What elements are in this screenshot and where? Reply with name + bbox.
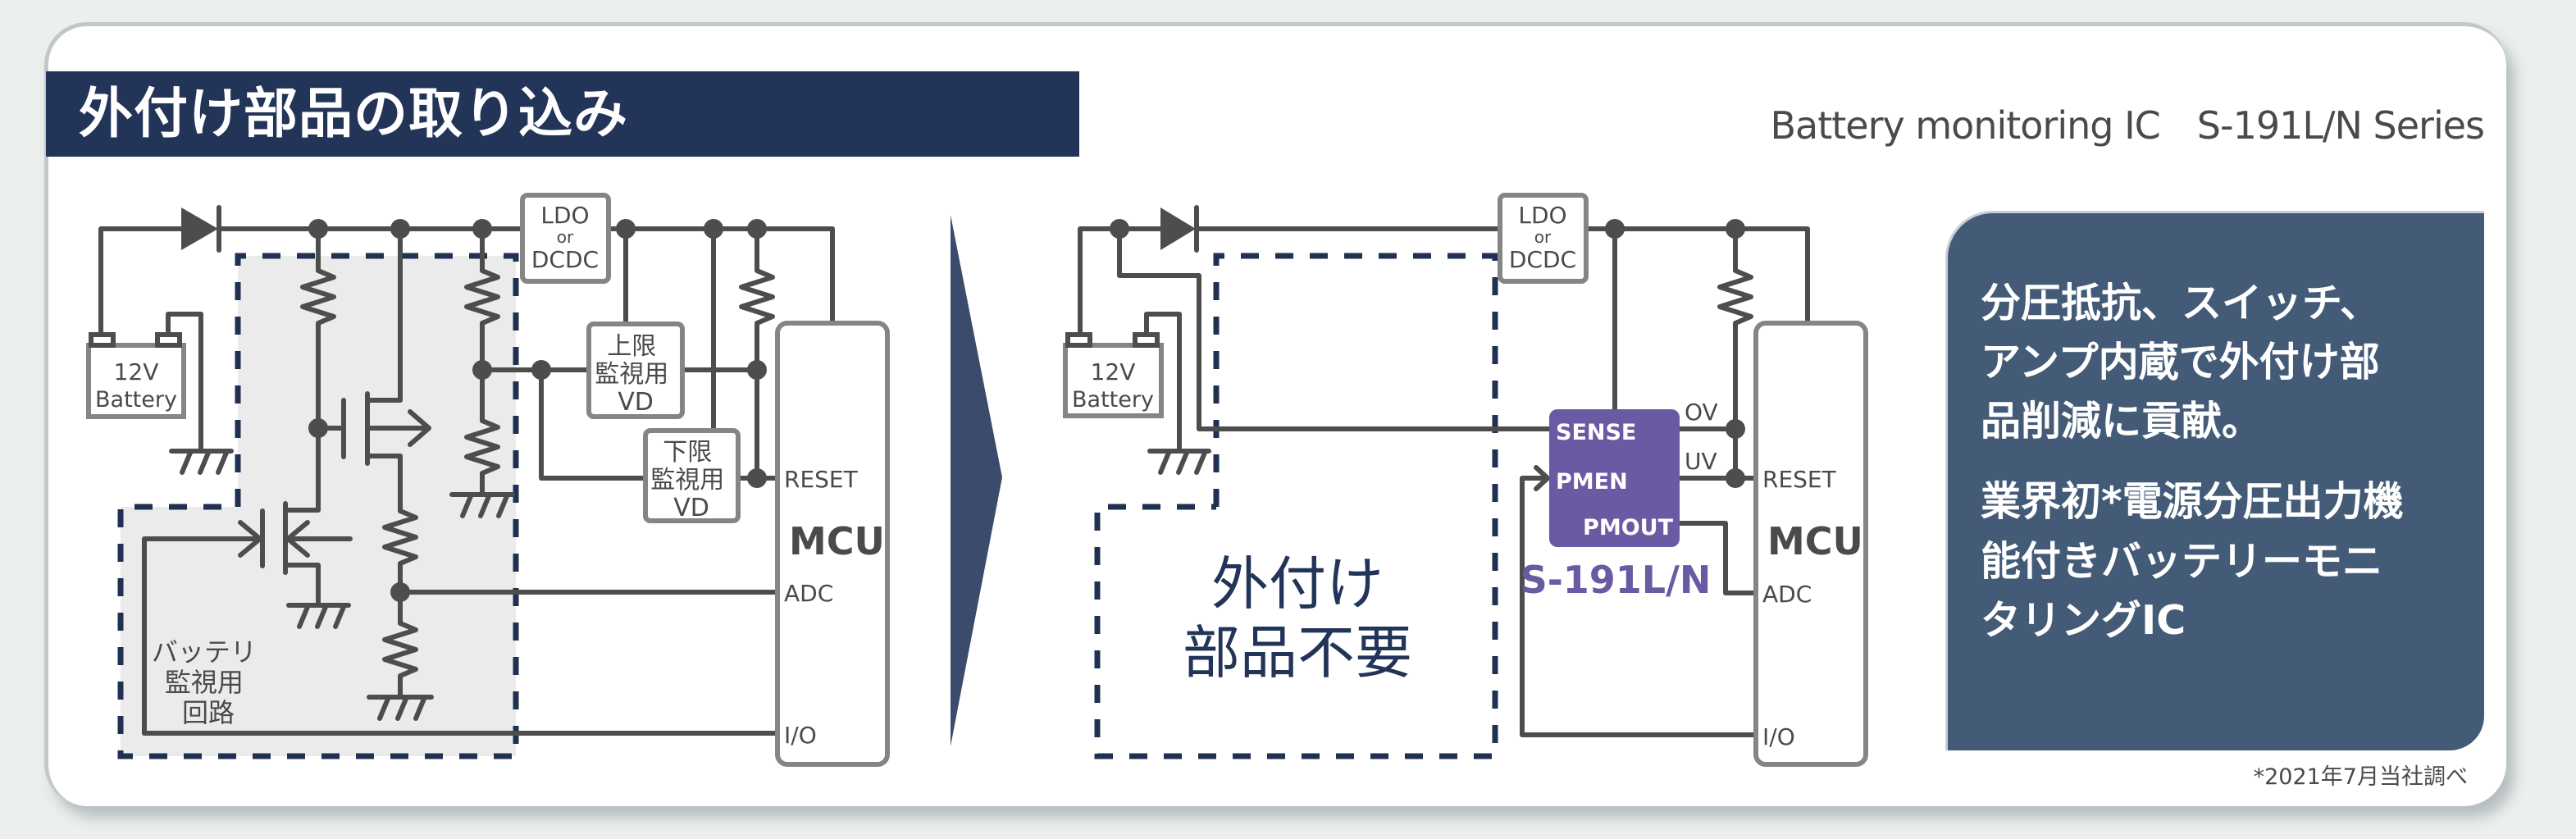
ground-icon — [169, 449, 234, 475]
ground-icon — [367, 695, 434, 721]
feature-text-line: タリングIC — [1981, 597, 2186, 644]
mcu-io-pin: I/O — [1762, 723, 1795, 750]
mcu-box — [1753, 321, 1868, 767]
battery-icon — [86, 332, 186, 419]
mcu-adc-pin: ADC — [784, 580, 833, 607]
ldo-box — [1498, 193, 1589, 284]
monitor-circuit-outline — [117, 253, 519, 759]
feature-panel: 分圧抵抗、スイッチ、 アンプ内蔵で外付け部 品削減に貢献。 業界初*電源分圧出力… — [1945, 211, 2484, 750]
upper-limit-vd-label: 上限 監視用 VD — [595, 332, 677, 417]
battery-ground-wire — [166, 312, 203, 454]
ground-icon — [1147, 449, 1211, 475]
resistor-icon — [1717, 226, 1753, 481]
battery-voltage-label: 12V — [1091, 358, 1136, 385]
removed-parts-outline — [1094, 253, 1498, 759]
resistor-icon — [382, 508, 418, 700]
vd-supply-wire — [623, 226, 716, 433]
transition-arrow-icon — [951, 215, 1002, 746]
diode-icon — [1160, 207, 1196, 250]
resistor-icon — [283, 226, 336, 513]
mosfet-icon — [142, 501, 353, 736]
ov-label: OV — [1685, 399, 1718, 426]
dcdc-label: DCDC — [531, 246, 599, 273]
battery-label: Battery — [1072, 387, 1154, 413]
monitor-circuit-label: バッテリ 監視用 回路 — [152, 636, 265, 728]
s191-ic-chip — [1549, 409, 1680, 547]
io-pmen-wire — [1520, 465, 1758, 737]
feature-text-line: アンプ内蔵で外付け部 — [1981, 339, 2380, 385]
ic-name-label: S-191L/N — [1521, 558, 1712, 602]
lower-limit-vd-label: 下限 監視用 VD — [650, 438, 732, 522]
ldo-label: LDO — [1518, 202, 1566, 229]
feature-text-line: 品削減に貢献。 — [1981, 398, 2263, 445]
ground-icon — [286, 603, 351, 629]
no-external-parts-line: 部品不要 — [1183, 619, 1412, 686]
battery-sense-wire — [1117, 226, 1552, 431]
junction-dot — [531, 360, 551, 380]
left-circuit: 12V Battery バッテリ 監視用 回路 — [86, 193, 890, 767]
uv-label: UV — [1685, 448, 1717, 475]
feature-text-line: 能付きバッテリーモニ — [1981, 538, 2383, 585]
no-external-parts-line: 外付け — [1211, 550, 1384, 618]
no-external-parts-label: 外付け 部品不要 — [1099, 549, 1496, 687]
ldo-or-label: or — [557, 227, 574, 247]
mcu-reset-pin: RESET — [784, 466, 859, 493]
diode-icon — [181, 207, 218, 250]
upper-limit-vd-box — [586, 321, 685, 419]
title-bar: 外付け部品の取り込み — [46, 71, 1079, 157]
mcu-label: MCU — [1767, 519, 1863, 563]
mcu-box — [775, 321, 890, 767]
mcu-adc-pin: ADC — [1762, 581, 1812, 608]
top-rail-wire — [98, 226, 835, 347]
junction-dot — [1726, 468, 1745, 488]
ldo-or-label: or — [1534, 227, 1552, 247]
pmen-pin-label: PMEN — [1556, 469, 1628, 495]
mcu-label: MCU — [789, 519, 885, 563]
mosfet-icon — [316, 226, 431, 513]
mcu-io-pin: I/O — [784, 722, 817, 749]
junction-dot — [747, 468, 767, 488]
feature-text-line: 分圧抵抗、スイッチ、 — [1981, 280, 2381, 326]
pmout-adc-wire — [1677, 521, 1758, 595]
footnote: *2021年7月当社調べ — [2253, 764, 2468, 790]
battery-icon — [1063, 332, 1164, 418]
feature-text-line: 業界初*電源分圧出力機 — [1981, 478, 2404, 525]
battery-label: Battery — [95, 387, 177, 413]
junction-dot — [747, 360, 767, 380]
dcdc-label: DCDC — [1509, 246, 1576, 273]
top-rail-wire — [1078, 226, 1810, 348]
product-subtitle: Battery monitoring IC S-191L/N Series — [1770, 103, 2485, 148]
mcu-reset-pin: RESET — [1762, 466, 1837, 493]
right-circuit: 12V Battery LDO or DCDC SENSE PMEN PMOUT… — [1063, 193, 1868, 767]
resistor-icon — [739, 226, 775, 481]
battery-voltage-label: 12V — [114, 358, 159, 385]
junction-dot — [1726, 419, 1745, 439]
ground-icon — [449, 492, 515, 518]
lower-limit-vd-box — [643, 428, 741, 523]
pmout-pin-label: PMOUT — [1583, 515, 1674, 540]
page-title: 外付け部品の取り込み — [79, 82, 628, 145]
ldo-box — [520, 193, 611, 284]
battery-ground-wire — [1144, 312, 1182, 454]
sense-pin-label: SENSE — [1556, 420, 1636, 445]
ldo-label: LDO — [540, 202, 589, 229]
